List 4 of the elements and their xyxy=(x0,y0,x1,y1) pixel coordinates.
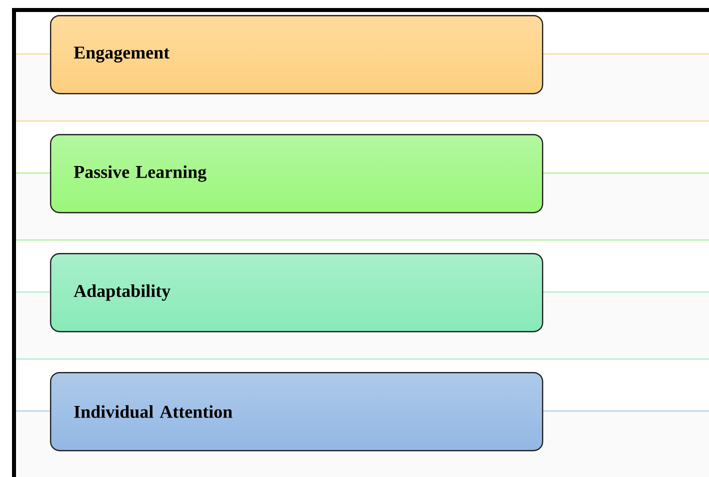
label-box: Adaptability xyxy=(50,253,544,332)
label-box: Engagement xyxy=(50,15,544,94)
label-box: Passive Learning xyxy=(50,134,544,214)
label-box: Individual Attention xyxy=(50,372,544,452)
